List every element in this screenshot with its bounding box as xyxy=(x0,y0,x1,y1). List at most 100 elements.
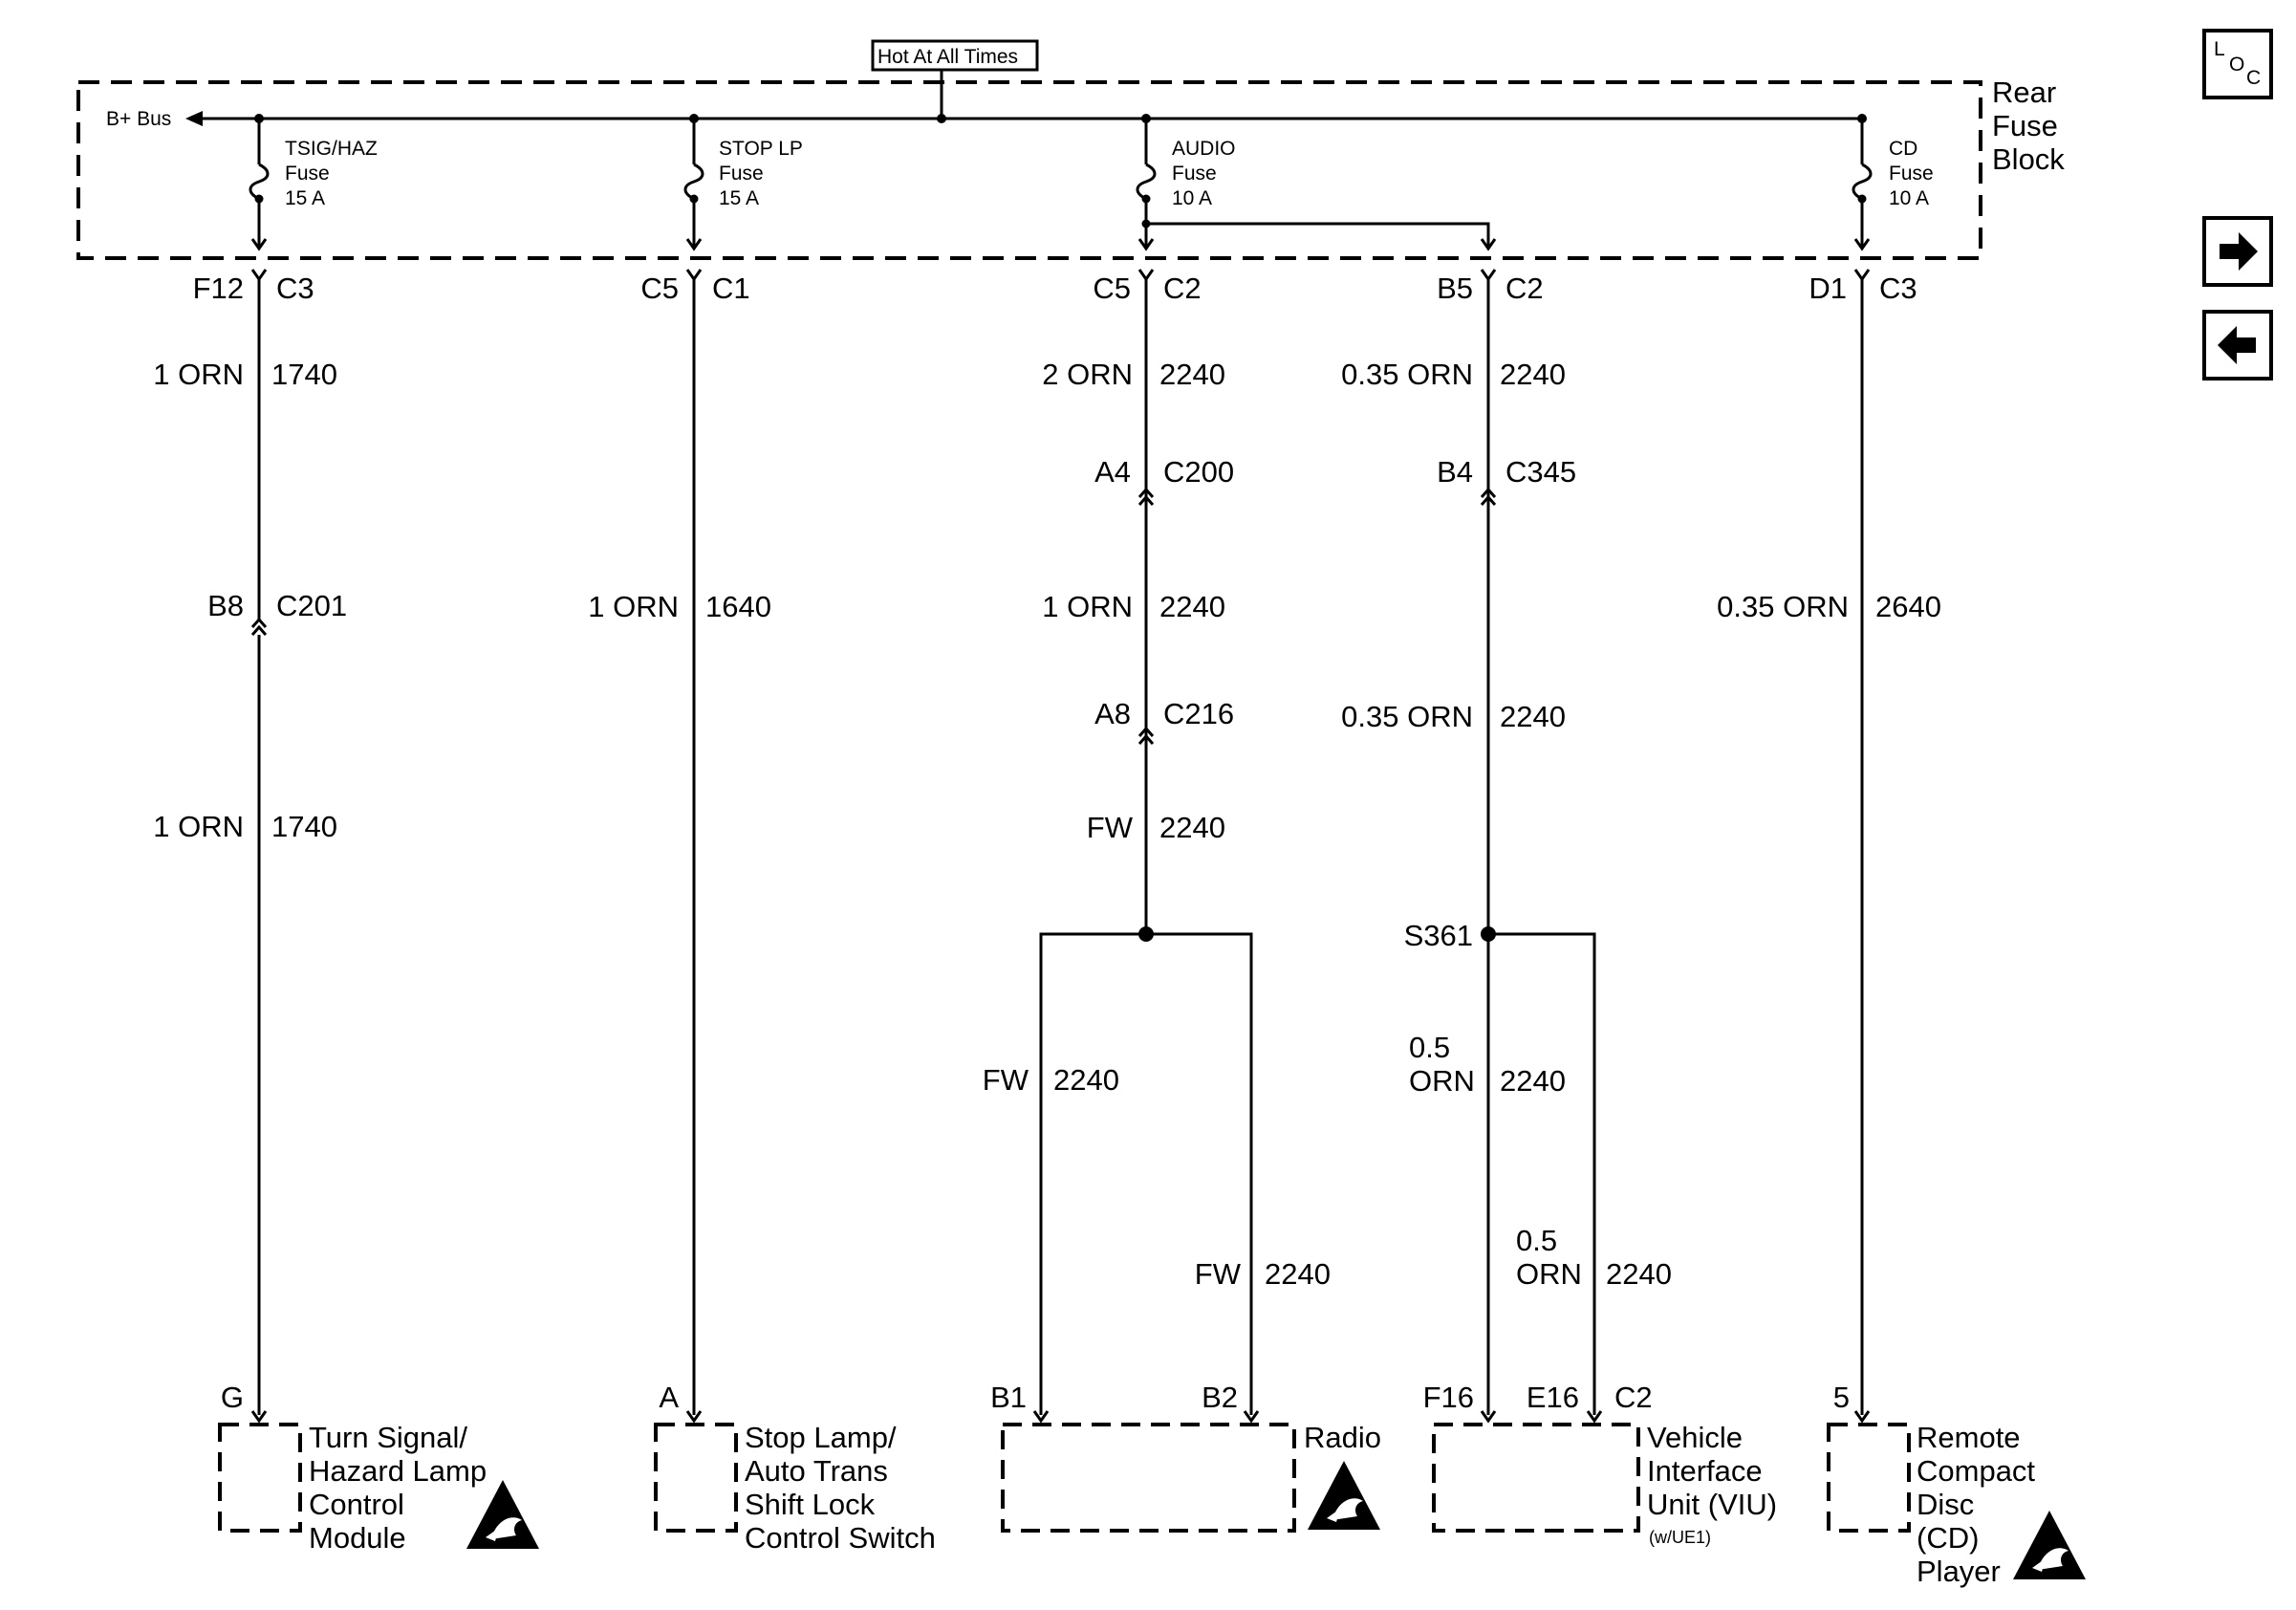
circuit-tsig: 1 ORN 1740 B8 C201 1 ORN 1740 xyxy=(153,279,347,1424)
audio-wire-3: FW xyxy=(1087,811,1134,844)
conn-c5-c1-conn: C1 xyxy=(712,272,750,305)
radio-right-wire: FW xyxy=(1195,1257,1242,1291)
audio-inline-2-pin: A8 xyxy=(1094,697,1131,730)
conn-c5-c1-pin: C5 xyxy=(640,272,679,305)
radio-pin-b1: B1 xyxy=(990,1381,1027,1414)
viu-inline-pin: B4 xyxy=(1437,455,1473,489)
viu-pin-e16: E16 xyxy=(1527,1381,1579,1414)
next-page-button[interactable] xyxy=(2202,216,2273,287)
fuse-stop-lp: STOP LP Fuse 15 A xyxy=(683,114,803,251)
viu-pin-f16: F16 xyxy=(1423,1381,1474,1414)
audio-wire-2: 1 ORN xyxy=(1042,590,1133,623)
viu-circuit-1: 2240 xyxy=(1500,358,1566,391)
viu-line-3: Unit (VIU) xyxy=(1647,1488,1777,1521)
fuse-tsig-haz: TSIG/HAZ Fuse 15 A xyxy=(249,114,378,251)
component-cd-player: 5 Remote Compact Disc (CD) Player xyxy=(1827,1381,2086,1588)
stop-switch-line-4: Control Switch xyxy=(745,1521,936,1555)
fuse-cd: CD Fuse 10 A xyxy=(1852,114,1934,251)
cd-player-line-5: Player xyxy=(1917,1555,2001,1588)
tsig-module-line-2: Hazard Lamp xyxy=(309,1454,487,1488)
viu-right-wire-1: 0.5 xyxy=(1516,1224,1557,1257)
arrow-right-icon xyxy=(2220,232,2258,271)
cd-player-line-3: Disc xyxy=(1917,1488,1974,1521)
fuse-audio: AUDIO Fuse 10 A xyxy=(1136,114,1497,251)
circuit-audio: 2 ORN 2240 A4 C200 1 ORN 2240 A8 C216 FW… xyxy=(983,279,1331,1424)
viu-left-circuit: 2240 xyxy=(1500,1064,1566,1098)
rear-fuse-block-outline xyxy=(76,80,1982,260)
audio-wire-1: 2 ORN xyxy=(1042,358,1133,391)
esd-sensitive-icon xyxy=(1308,1461,1380,1530)
conn-d1-conn: C3 xyxy=(1879,272,1917,305)
component-stop-lamp-switch: A Stop Lamp/ Auto Trans Shift Lock Contr… xyxy=(654,1381,936,1555)
tsig-module-line-1: Turn Signal/ xyxy=(309,1421,467,1454)
fuse-tsig-type: Fuse xyxy=(285,163,330,185)
tsig-wire-2: 1 ORN xyxy=(153,810,244,843)
radio-left-wire: FW xyxy=(983,1063,1029,1097)
fuse-stop-rating: 15 A xyxy=(719,187,759,209)
cd-player-pin-5: 5 xyxy=(1833,1381,1850,1414)
esd-sensitive-icon xyxy=(2013,1511,2086,1579)
viu-line-1: Vehicle xyxy=(1647,1421,1743,1454)
radio-right-circuit: 2240 xyxy=(1265,1257,1331,1291)
previous-page-button[interactable] xyxy=(2202,310,2273,381)
viu-pin-c2: C2 xyxy=(1614,1381,1653,1414)
conn-d1-pin: D1 xyxy=(1809,272,1847,305)
hot-at-all-times-box xyxy=(871,39,1039,72)
viu-note: (w/UE1) xyxy=(1649,1528,1711,1547)
fuse-audio-rating: 10 A xyxy=(1172,187,1212,209)
conn-b5-pin: B5 xyxy=(1437,272,1473,305)
tsig-wire-1: 1 ORN xyxy=(153,358,244,391)
tsig-module-pin-g: G xyxy=(221,1381,244,1414)
stop-switch-line-1: Stop Lamp/ xyxy=(745,1421,897,1454)
stop-switch-line-3: Shift Lock xyxy=(745,1488,876,1521)
fuse-block-title-3: Block xyxy=(1992,142,2065,176)
fuse-tsig-name: TSIG/HAZ xyxy=(285,138,378,160)
viu-left-wire-1: 0.5 xyxy=(1409,1031,1450,1064)
stop-switch-line-2: Auto Trans xyxy=(745,1454,888,1488)
audio-inline-1-conn: C200 xyxy=(1163,455,1234,489)
tsig-circuit-2: 1740 xyxy=(271,810,337,843)
conn-b5-conn: C2 xyxy=(1505,272,1544,305)
b-plus-bus-arrow-icon xyxy=(185,111,203,126)
viu-wire-1: 0.35 ORN xyxy=(1341,358,1473,391)
audio-circuit-2: 2240 xyxy=(1159,590,1225,623)
conn-f12-pin: F12 xyxy=(193,272,244,305)
cd-wire: 0.35 ORN xyxy=(1717,590,1849,623)
viu-inline-conn: C345 xyxy=(1505,455,1576,489)
fuse-block-title-2: Fuse xyxy=(1992,109,2058,142)
cd-player-line-1: Remote xyxy=(1917,1421,2021,1454)
circuit-stop: 1 ORN 1640 xyxy=(588,279,771,1424)
arrow-left-icon xyxy=(2218,326,2256,364)
fuse-stop-type: Fuse xyxy=(719,163,764,185)
viu-line-2: Interface xyxy=(1647,1454,1763,1488)
radio-pin-b2: B2 xyxy=(1202,1381,1238,1414)
audio-circuit-3: 2240 xyxy=(1159,811,1225,844)
tsig-module-line-3: Control xyxy=(309,1488,404,1521)
audio-circuit-1: 2240 xyxy=(1159,358,1225,391)
b-plus-bus-label: B+ Bus xyxy=(106,108,171,130)
component-viu: F16 E16 C2 Vehicle Interface Unit (VIU) … xyxy=(1423,1381,1778,1547)
tsig-inline-conn: C201 xyxy=(276,589,347,622)
tsig-module-line-4: Module xyxy=(309,1521,406,1555)
audio-inline-1-pin: A4 xyxy=(1094,455,1131,489)
cd-circuit: 2640 xyxy=(1875,590,1941,623)
audio-inline-2-conn: C216 xyxy=(1163,697,1234,730)
conn-f12-conn: C3 xyxy=(276,272,314,305)
fuse-cd-type: Fuse xyxy=(1889,163,1934,185)
conn-c5-c2-conn: C2 xyxy=(1163,272,1202,305)
component-turn-signal-module: G Turn Signal/ Hazard Lamp Control Modul… xyxy=(218,1381,539,1555)
viu-wire-2: 0.35 ORN xyxy=(1341,700,1473,733)
fuse-audio-type: Fuse xyxy=(1172,163,1217,185)
fuse-tsig-rating: 15 A xyxy=(285,187,325,209)
fuse-block-title-1: Rear xyxy=(1992,76,2056,109)
radio-left-circuit: 2240 xyxy=(1053,1063,1119,1097)
stop-wire: 1 ORN xyxy=(588,590,679,623)
fuse-block-connectors: F12 C3 C5 C1 C5 C2 B5 C2 D1 C3 xyxy=(193,269,1917,305)
stop-circuit: 1640 xyxy=(705,590,771,623)
loc-button[interactable]: L O C xyxy=(2202,29,2273,99)
viu-circuit-2: 2240 xyxy=(1500,700,1566,733)
loc-letter-o: O xyxy=(2229,54,2244,76)
conn-c5-c2-pin: C5 xyxy=(1093,272,1131,305)
fuse-cd-name: CD xyxy=(1889,138,1917,160)
